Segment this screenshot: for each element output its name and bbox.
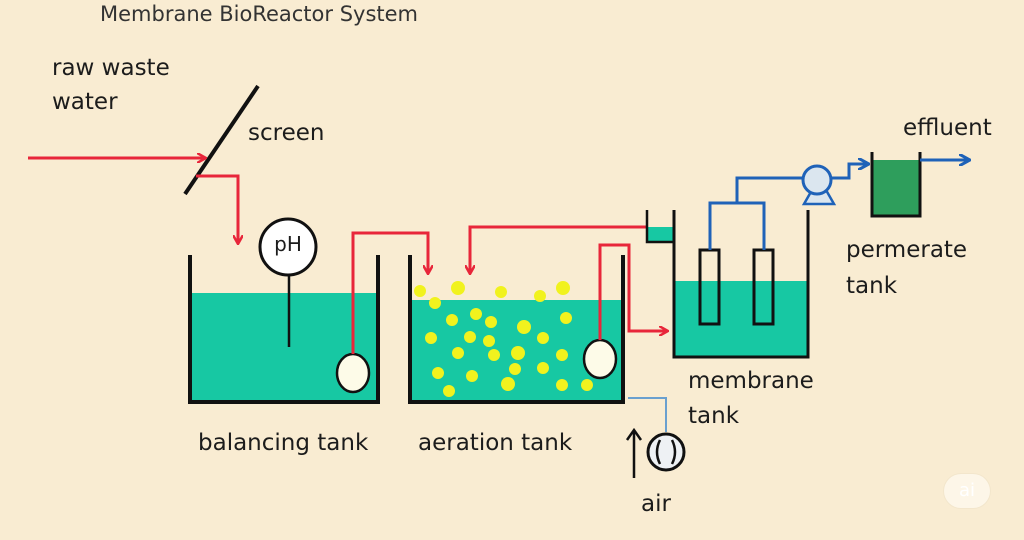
air-label: air (641, 491, 671, 517)
membrane-tank-water (674, 281, 808, 357)
effluent-label: effluent (903, 115, 992, 141)
membrane-tank-label-line2: tank (688, 403, 740, 429)
permeate-pipe (708, 176, 804, 250)
permeate-tank-label-line2: tank (846, 273, 898, 299)
diagram-title: Membrane BioReactor System (100, 2, 419, 26)
membrane-tank-label-line1: membrane (688, 368, 814, 394)
balancing-to-aeration-arrow (351, 231, 428, 354)
overflow-box-water (647, 227, 673, 241)
balancing-tank-outline (188, 255, 380, 404)
air-intake-arrow-icon (625, 427, 643, 478)
permeate-tank-water (872, 160, 920, 216)
ph-label: pH (274, 232, 302, 256)
air-blower-blades (655, 439, 677, 465)
aeration-to-membrane-arrow (598, 243, 666, 340)
air-blower-icon (646, 432, 686, 472)
return-sludge-arrow (470, 225, 646, 272)
permeate-pump-icon (801, 164, 833, 196)
aeration-bubbles (414, 281, 593, 397)
aeration-tank-outline (408, 255, 625, 404)
raw-waste-water-label-line1: raw waste (52, 55, 170, 81)
ai-badge: ai (944, 474, 990, 508)
screen-label: screen (248, 120, 325, 146)
overflow-box-outline (645, 210, 673, 244)
pump-to-permeate-arrow (830, 164, 867, 180)
permeate-tank-outline (870, 152, 922, 218)
screen-to-balancing-arrow (196, 174, 238, 242)
membrane-tank-outline (672, 210, 810, 359)
balancing-pump-icon (335, 352, 371, 394)
balancing-tank-label: balancing tank (198, 430, 369, 456)
aeration-tank-label: aeration tank (418, 430, 573, 456)
air-line (628, 397, 667, 432)
raw-waste-water-label-line2: water (52, 89, 118, 115)
permeate-tank-label-line1: permerate (846, 237, 968, 263)
aeration-pump-icon (582, 338, 618, 380)
ph-probe-icon (258, 217, 318, 277)
